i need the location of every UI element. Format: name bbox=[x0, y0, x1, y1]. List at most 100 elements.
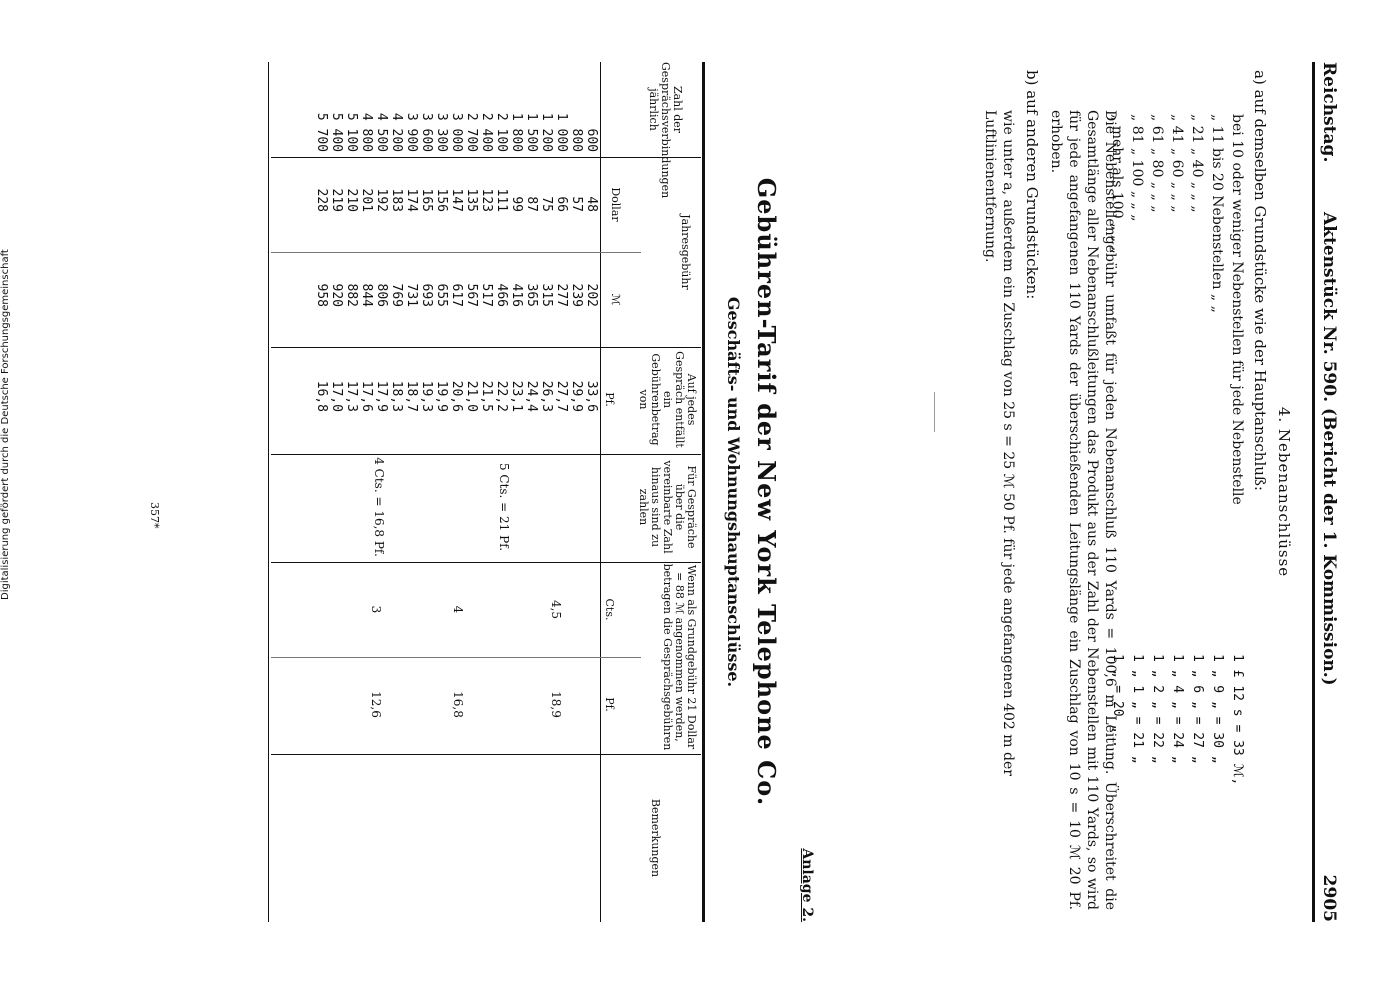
cell-dollar: 147 bbox=[449, 188, 464, 212]
cts-group-3: 3 bbox=[369, 605, 383, 614]
rate-label: „ 41 „ 60 „ „ „ bbox=[1169, 114, 1185, 213]
cell-dollar: 219 bbox=[329, 188, 344, 212]
cell-dollar: 75 bbox=[539, 196, 554, 212]
pf-group-2: 16,8 bbox=[451, 691, 465, 718]
table-bottom-rule bbox=[268, 62, 269, 922]
cell-count: 3 000 bbox=[449, 112, 464, 152]
rate-row: „ 21 „ 40 „ „ „1 „ 6 „ = 27 „ bbox=[1187, 114, 1207, 854]
rate-row: „ 41 „ 60 „ „ „ 1 „ 4 „ = 24 „ bbox=[1167, 114, 1187, 854]
cell-count: 3 600 bbox=[419, 112, 434, 152]
cell-pf: 21,0 bbox=[464, 380, 479, 412]
cell-pf: 19,3 bbox=[419, 380, 434, 412]
cell-dollar: 57 bbox=[569, 196, 584, 212]
cell-pf: 17,0 bbox=[329, 380, 344, 412]
pf-group-3: 12,6 bbox=[369, 691, 383, 718]
cell-pf: 18,7 bbox=[404, 380, 419, 412]
col-header-count: Zahl der Gesprächsverbindungen jährlich bbox=[647, 62, 684, 199]
cell-dollar: 99 bbox=[509, 196, 524, 212]
cell-count: 800 bbox=[569, 128, 584, 152]
cell-dollar: 111 bbox=[494, 188, 509, 212]
rate-label: bei 10 oder weniger Nebenstellen für jed… bbox=[1229, 114, 1245, 505]
digitization-note: Digitalisierung gefördert durch die Deut… bbox=[0, 249, 11, 600]
cell-dollar: 201 bbox=[359, 188, 374, 212]
col-header-per-call: Auf jedes Gespräch entfällt ein Gebühren… bbox=[637, 351, 698, 448]
over-rate-group-2: 4 Cts. = 16,8 Pf. bbox=[372, 457, 386, 557]
cell-pf: 18,3 bbox=[389, 380, 404, 412]
cell-dollar: 66 bbox=[554, 196, 569, 212]
cell-count: 4 800 bbox=[359, 112, 374, 152]
header-reichstag: Reichstag. bbox=[1319, 62, 1339, 163]
cell-mark: 466 bbox=[494, 283, 509, 307]
rate-value: 1 „ 4 „ = 24 „ bbox=[1170, 654, 1185, 764]
cell-count: 1 200 bbox=[539, 112, 554, 152]
col-header-remarks: Bemerkungen bbox=[649, 798, 662, 878]
cell-dollar: 123 bbox=[479, 188, 494, 212]
cell-mark: 806 bbox=[374, 283, 389, 307]
rate-value: 1 „ 1 „ = 21 „ bbox=[1130, 654, 1145, 764]
rate-label: „ 81 „ 100 „ „ „ bbox=[1129, 114, 1145, 222]
cts-group-1: 4,5 bbox=[549, 599, 563, 620]
cell-pf: 17,6 bbox=[359, 380, 374, 412]
cell-mark: 315 bbox=[539, 283, 554, 307]
cell-mark: 655 bbox=[434, 283, 449, 307]
cell-mark: 693 bbox=[419, 283, 434, 307]
cell-pf: 16,8 bbox=[314, 380, 329, 412]
cell-dollar: 228 bbox=[314, 188, 329, 212]
cell-mark: 202 bbox=[584, 283, 599, 307]
cell-mark: 882 bbox=[344, 283, 359, 307]
cell-mark: 277 bbox=[554, 283, 569, 307]
cell-count: 5 700 bbox=[314, 112, 329, 152]
rate-label: „ 21 „ 40 „ „ „ bbox=[1189, 114, 1205, 213]
rate-value: 1 „ 9 „ = 30 „ bbox=[1210, 654, 1225, 764]
scan-mark bbox=[934, 392, 935, 432]
cell-count: 3 900 bbox=[404, 112, 419, 152]
cell-pf: 17,9 bbox=[374, 380, 389, 412]
col-header-over: Für Gespräche über die vereinbarte Zahl … bbox=[637, 460, 698, 554]
cell-dollar: 48 bbox=[584, 196, 599, 212]
cell-mark: 958 bbox=[314, 283, 329, 307]
appendix-label: Anlage 2. bbox=[799, 848, 815, 922]
cell-count: 2 100 bbox=[494, 112, 509, 152]
cell-mark: 617 bbox=[449, 283, 464, 307]
table-row: 5 700 228 958 16,8 bbox=[314, 62, 329, 922]
extension-fee-paragraph: Die Nebenstellengebühr umfaßt für jeden … bbox=[1048, 110, 1118, 910]
table-row: 800 57 239 29,9 bbox=[569, 62, 584, 922]
col-header-dollar: Dollar bbox=[609, 187, 622, 222]
cell-dollar: 165 bbox=[419, 188, 434, 212]
rates-list: bei 10 oder weniger Nebenstellen für jed… bbox=[1107, 114, 1247, 854]
cell-pf: 24,4 bbox=[524, 380, 539, 412]
cell-pf: 22,2 bbox=[494, 380, 509, 412]
section-title: 4. Nebenanschlüsse bbox=[1275, 406, 1293, 578]
cell-dollar: 192 bbox=[374, 188, 389, 212]
cell-mark: 239 bbox=[569, 283, 584, 307]
rotated-document-page: Reichstag. Aktenstück Nr. 590. (Bericht … bbox=[41, 62, 1341, 922]
cell-count: 4 200 bbox=[389, 112, 404, 152]
cell-count: 1 500 bbox=[524, 112, 539, 152]
cell-count: 2 400 bbox=[479, 112, 494, 152]
cell-mark: 517 bbox=[479, 283, 494, 307]
rate-label: „ 61 „ 80 „ „ „ bbox=[1149, 114, 1165, 213]
cell-mark: 567 bbox=[464, 283, 479, 307]
header-document-title: Aktenstück Nr. 590. (Bericht der 1. Komm… bbox=[1319, 212, 1339, 686]
table-row: 3 600 165 693 19,3 bbox=[419, 62, 434, 922]
cell-pf: 29,9 bbox=[569, 380, 584, 412]
cell-pf: 26,3 bbox=[539, 380, 554, 412]
rate-row: „ 81 „ 100 „ „ „ 1 „ 1 „ = 21 „ bbox=[1127, 114, 1147, 854]
cell-pf: 17,3 bbox=[344, 380, 359, 412]
over-rate-group-1: 5 Cts. = 21 Pf. bbox=[497, 462, 511, 552]
cell-dollar: 210 bbox=[344, 188, 359, 212]
header-rule bbox=[1312, 62, 1315, 922]
footer-code: 357* bbox=[148, 502, 161, 529]
col-header-pf: Pf. bbox=[603, 392, 616, 407]
cell-count: 2 700 bbox=[464, 112, 479, 152]
rate-value: 1 £ 12 s = 33 ℳ, bbox=[1230, 654, 1245, 786]
subsection-b-paragraph: wie unter a, außerdem ein Zuschlag von 2… bbox=[982, 110, 1016, 776]
header-separator bbox=[600, 62, 601, 922]
